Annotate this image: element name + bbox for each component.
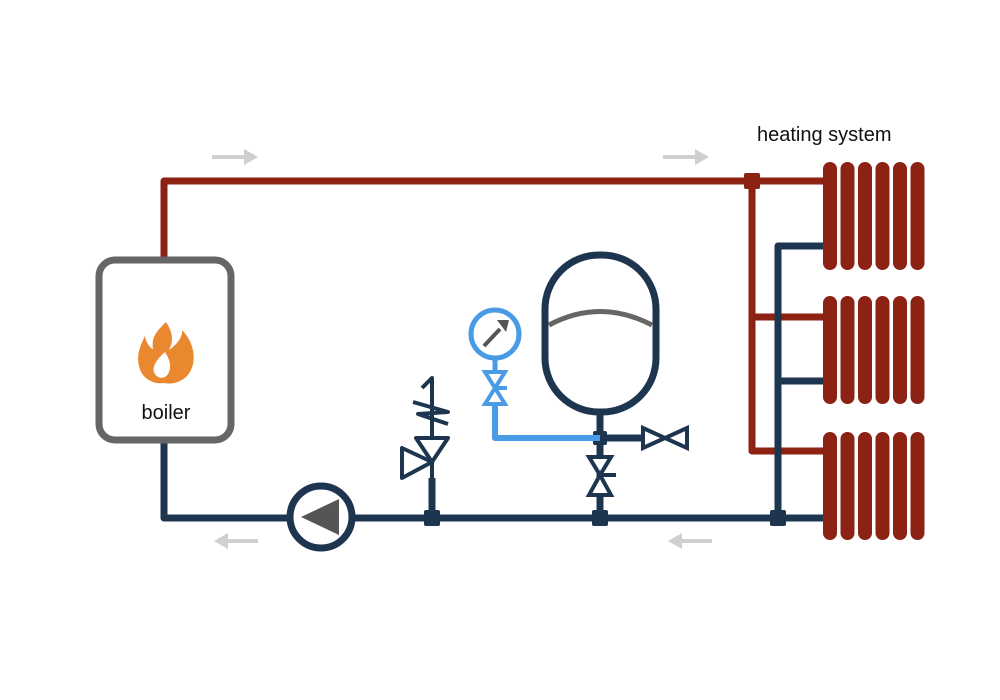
radiator-1 <box>823 162 925 270</box>
joint-return-safety <box>424 510 440 526</box>
radiator-fin <box>858 432 872 540</box>
safety-relief-valve-icon <box>400 376 450 480</box>
supply-riser-pipe <box>748 181 832 455</box>
flow-arrows <box>212 149 712 549</box>
supply-main-pipe <box>160 177 832 262</box>
radiator-fin <box>840 162 855 270</box>
flow-arrow-return-left <box>214 533 258 549</box>
expansion-line <box>468 307 600 441</box>
flame-icon <box>138 322 194 384</box>
drain-valve-icon <box>641 424 689 452</box>
supply-piping <box>160 177 832 455</box>
circulation-pump-icon <box>286 482 356 552</box>
radiator-fin <box>893 296 907 404</box>
pipe-joints <box>424 173 786 526</box>
radiator-fin <box>875 162 890 270</box>
radiator-fin <box>823 162 837 270</box>
pressure-gauge-icon <box>468 307 522 361</box>
radiator-fin <box>910 432 925 540</box>
radiator-fin <box>893 162 907 270</box>
heating-system-label: heating system <box>757 124 892 146</box>
radiator-fin <box>875 296 890 404</box>
joint-return-tank <box>592 510 608 526</box>
radiator-fin <box>910 296 925 404</box>
expansion-pipe <box>492 406 600 441</box>
radiator-fin <box>893 432 907 540</box>
expansion-tank-icon <box>541 251 660 416</box>
radiator-fin <box>840 432 855 540</box>
flow-arrow-return-right <box>668 533 712 549</box>
flow-arrow-supply-right <box>663 149 709 165</box>
gauge-valve-icon <box>481 370 509 406</box>
radiator-fin <box>910 162 925 270</box>
joint-supply-top <box>744 173 760 189</box>
joint-return-riser <box>770 510 786 526</box>
radiator-2 <box>823 296 925 404</box>
return-main-pipe <box>160 440 832 522</box>
radiator-fin <box>840 296 855 404</box>
radiator-fin <box>823 432 837 540</box>
radiator-fin <box>875 432 890 540</box>
flow-arrow-supply-left <box>212 149 258 165</box>
radiator-fin <box>858 296 872 404</box>
radiator-fin <box>823 296 837 404</box>
radiators <box>823 162 925 540</box>
radiator-fin <box>858 162 872 270</box>
return-riser-pipe <box>774 242 832 518</box>
boiler-label: boiler <box>141 402 191 424</box>
radiator-3 <box>823 432 925 540</box>
shutoff-valve-icon <box>585 455 616 497</box>
